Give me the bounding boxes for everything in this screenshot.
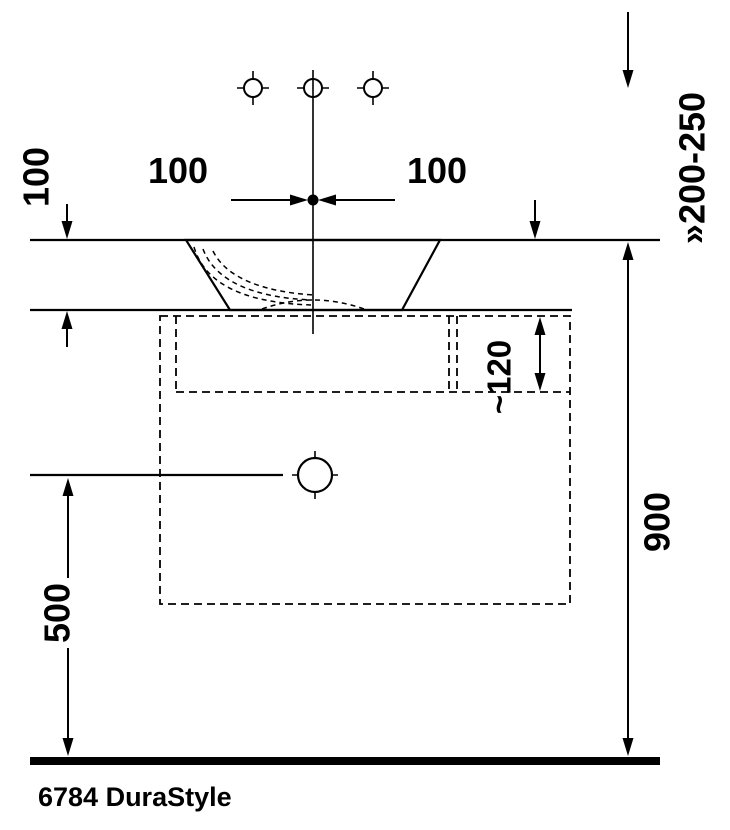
arrow-down-icon [529,221,541,239]
hole-circle [363,78,383,98]
faucet-hole-right [357,71,389,105]
hole-right-label: 100 [407,150,467,191]
arrow-down-icon [622,738,634,756]
arrow-down-icon [61,221,73,239]
faucet-holes [237,71,389,105]
center-reference-dot [307,194,319,206]
arrow-down-icon [534,373,546,391]
vanity-unit-dashed [159,315,571,605]
drain-height-dimension: 500 [37,478,78,756]
hole-spacing-dimension: 100 100 [148,150,467,206]
basin-inner-contour-3 [212,250,314,296]
arrow-left-icon [318,194,336,206]
hole-circle [243,78,263,98]
basin-inner-contour-2 [202,248,313,301]
drain-symbol [292,451,338,499]
faucet-hole-left [237,71,269,105]
drain-circle [296,456,334,494]
arrow-right-icon [290,194,308,206]
rim-height-dimension: 900 [622,242,678,756]
arrow-up-icon [62,478,74,496]
rim-height-label: 900 [637,492,678,552]
basin-height-label: 100 [16,147,57,207]
arrow-down-icon [622,70,634,88]
arrow-up-icon [622,242,634,260]
product-label: 6784 DuraStyle [38,782,232,812]
drain-height-label: 500 [37,583,78,643]
faucet-range-dimension: »200-250 [529,12,713,244]
basin-body [184,238,442,312]
basin-inner-contour-1 [193,246,312,306]
arrow-up-icon [61,311,73,329]
washbasin-outline [184,238,442,312]
hole-left-label: 100 [148,150,208,191]
arrow-down-icon [62,738,74,756]
vanity-outline [159,315,571,605]
floor-line [30,757,660,765]
drawer-depth-dimension: ~120 [481,317,546,414]
drawer-depth-label: ~120 [481,340,518,414]
basin-drain-contour [261,299,365,310]
faucet-range-label: »200-250 [672,92,713,244]
basin-height-dimension: 100 [16,147,73,347]
arrow-up-icon [534,317,546,335]
